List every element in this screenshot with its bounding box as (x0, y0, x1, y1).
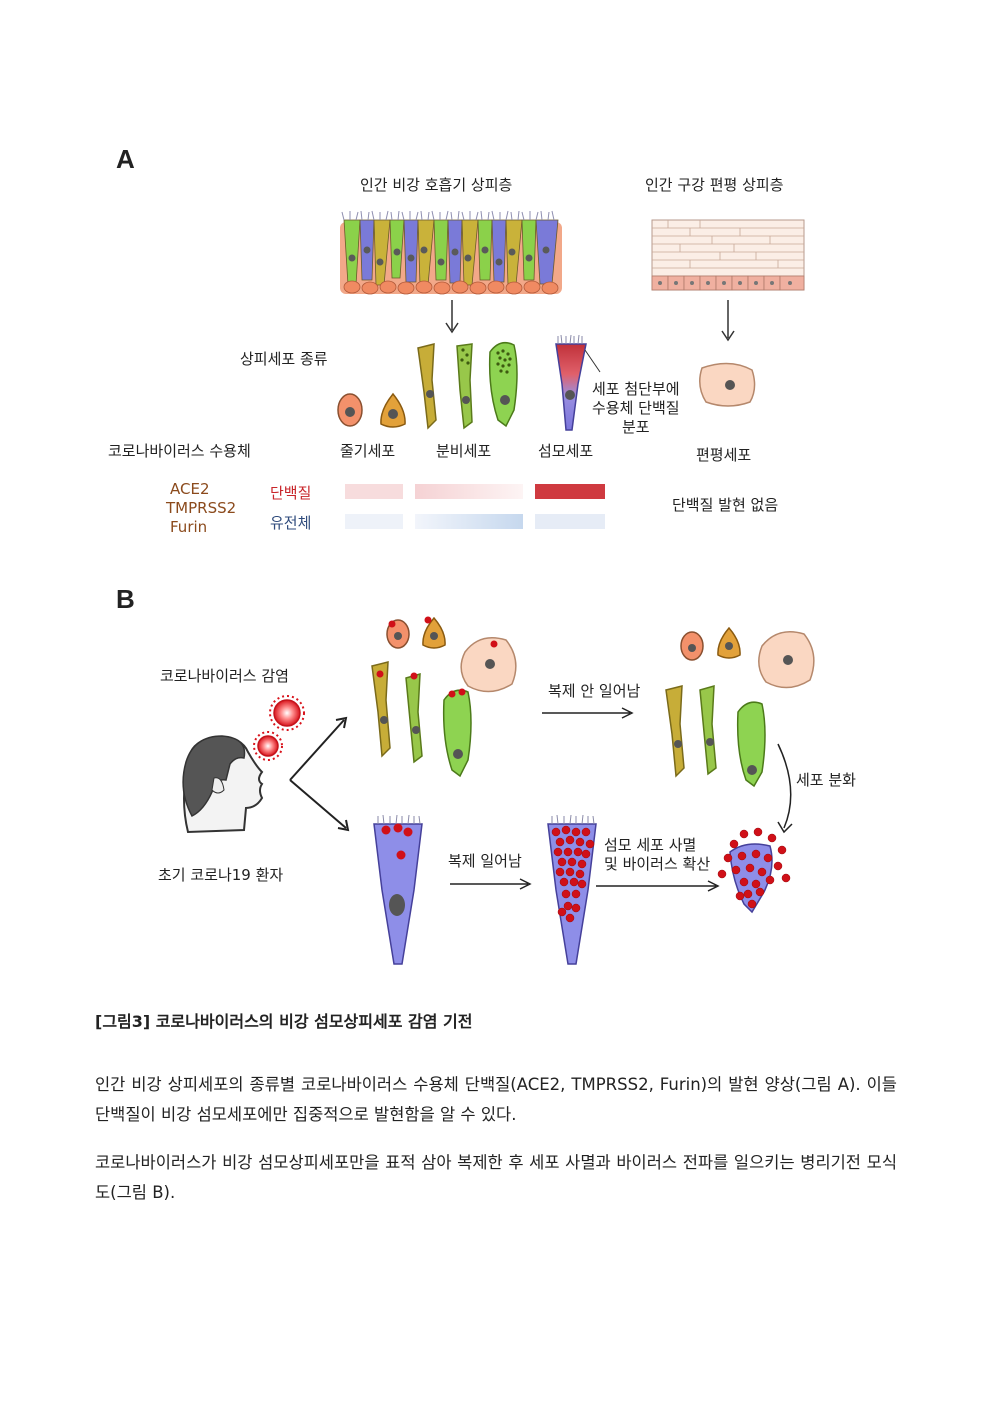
gene-ace2: ACE2 (170, 480, 210, 498)
cell-types-illustration (337, 334, 756, 431)
patient-label: 초기 코로나19 환자 (158, 866, 284, 884)
gene-row-label: 유전체 (270, 514, 312, 532)
oral-squamous-illustration (651, 219, 805, 291)
expression-heatmap (345, 484, 605, 529)
paragraph-1: 인간 비강 상피세포의 종류별 코로나바이러스 수용체 단백질(ACE2, TM… (95, 1075, 897, 1124)
apical-note-line: 분포 (621, 418, 650, 436)
receptor-label: 코로나바이러스 수용체 (108, 442, 251, 460)
no-replication-label: 복제 안 일어남 (548, 682, 641, 700)
infection-label: 코로나바이러스 감염 (160, 667, 289, 685)
no-expression-label: 단백질 발현 없음 (672, 496, 779, 514)
burst-cell (717, 827, 791, 914)
nasal-epithelium-illustration (340, 210, 562, 295)
patient-head-icon (182, 735, 264, 834)
virus-icon (253, 695, 305, 761)
top-cell-cluster-after (665, 626, 815, 788)
differentiation-label: 세포 분화 (796, 771, 856, 789)
cell-name-basal: 줄기세포 (340, 442, 396, 460)
panel-b-illustration (182, 616, 815, 965)
apical-note-line: 수용체 단백질 (592, 399, 680, 417)
replication-label: 복제 일어남 (448, 852, 522, 870)
cell-types-label: 상피세포 종류 (240, 350, 328, 368)
panel-b-letter: B (116, 584, 135, 614)
panel-a-letter: A (116, 144, 135, 174)
protein-row-label: 단백질 (270, 484, 312, 502)
figure-graphics (182, 210, 815, 965)
paragraph-2: 코로나바이러스가 비강 섬모상피세포만을 표적 삼아 복제한 후 세포 사멸과 … (95, 1153, 897, 1202)
death-spread-line: 섬모 세포 사멸 (604, 836, 697, 854)
death-spread-line: 및 바이러스 확산 (604, 855, 711, 873)
death-spread-label: 섬모 세포 사멸 및 바이러스 확산 (604, 836, 710, 874)
oral-epithelium-title: 인간 구강 편평 상피층 (645, 176, 784, 194)
cell-name-squamous: 편평세포 (696, 446, 752, 464)
nasal-epithelium-title: 인간 비강 호흡기 상피층 (360, 176, 513, 194)
gene-tmprss2: TMPRSS2 (166, 499, 237, 517)
figure-caption: [그림3] 코로나바이러스의 비강 섬모상피세포 감염 기전 (95, 1012, 473, 1031)
top-cell-cluster (371, 616, 517, 778)
branch-arrows (289, 716, 350, 832)
apical-note-line: 세포 첨단부에 (592, 380, 680, 398)
process-arrows (450, 707, 793, 892)
cell-name-ciliated: 섬모세포 (538, 442, 594, 460)
down-arrows (445, 300, 735, 342)
gene-furin: Furin (170, 518, 208, 536)
ciliated-cell-infected (373, 814, 423, 965)
apical-note: 세포 첨단부에 수용체 단백질 분포 (592, 380, 680, 437)
ciliated-cell-replicating (547, 814, 597, 965)
cell-name-secretory: 분비세포 (436, 442, 492, 460)
